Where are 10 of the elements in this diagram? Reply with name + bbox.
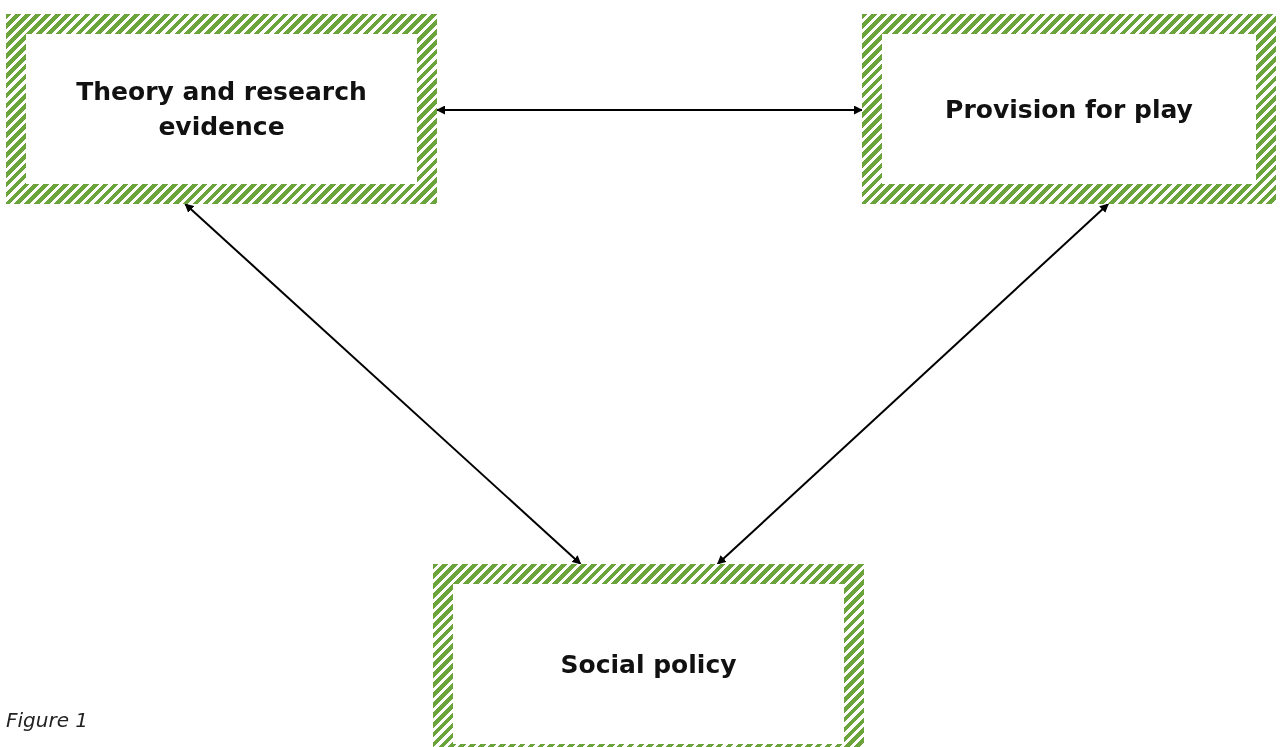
box-label: Provision for play	[945, 93, 1193, 126]
figure-caption: Figure 1	[6, 708, 89, 732]
box-label: Theory and research evidence	[75, 76, 368, 143]
process-box	[433, 564, 864, 747]
double-arrow	[716, 203, 1110, 565]
process-box	[862, 14, 1276, 204]
double-arrow	[436, 105, 863, 115]
box-label: Social policy	[560, 648, 737, 681]
process-box	[6, 14, 437, 204]
double-arrow	[184, 203, 582, 565]
